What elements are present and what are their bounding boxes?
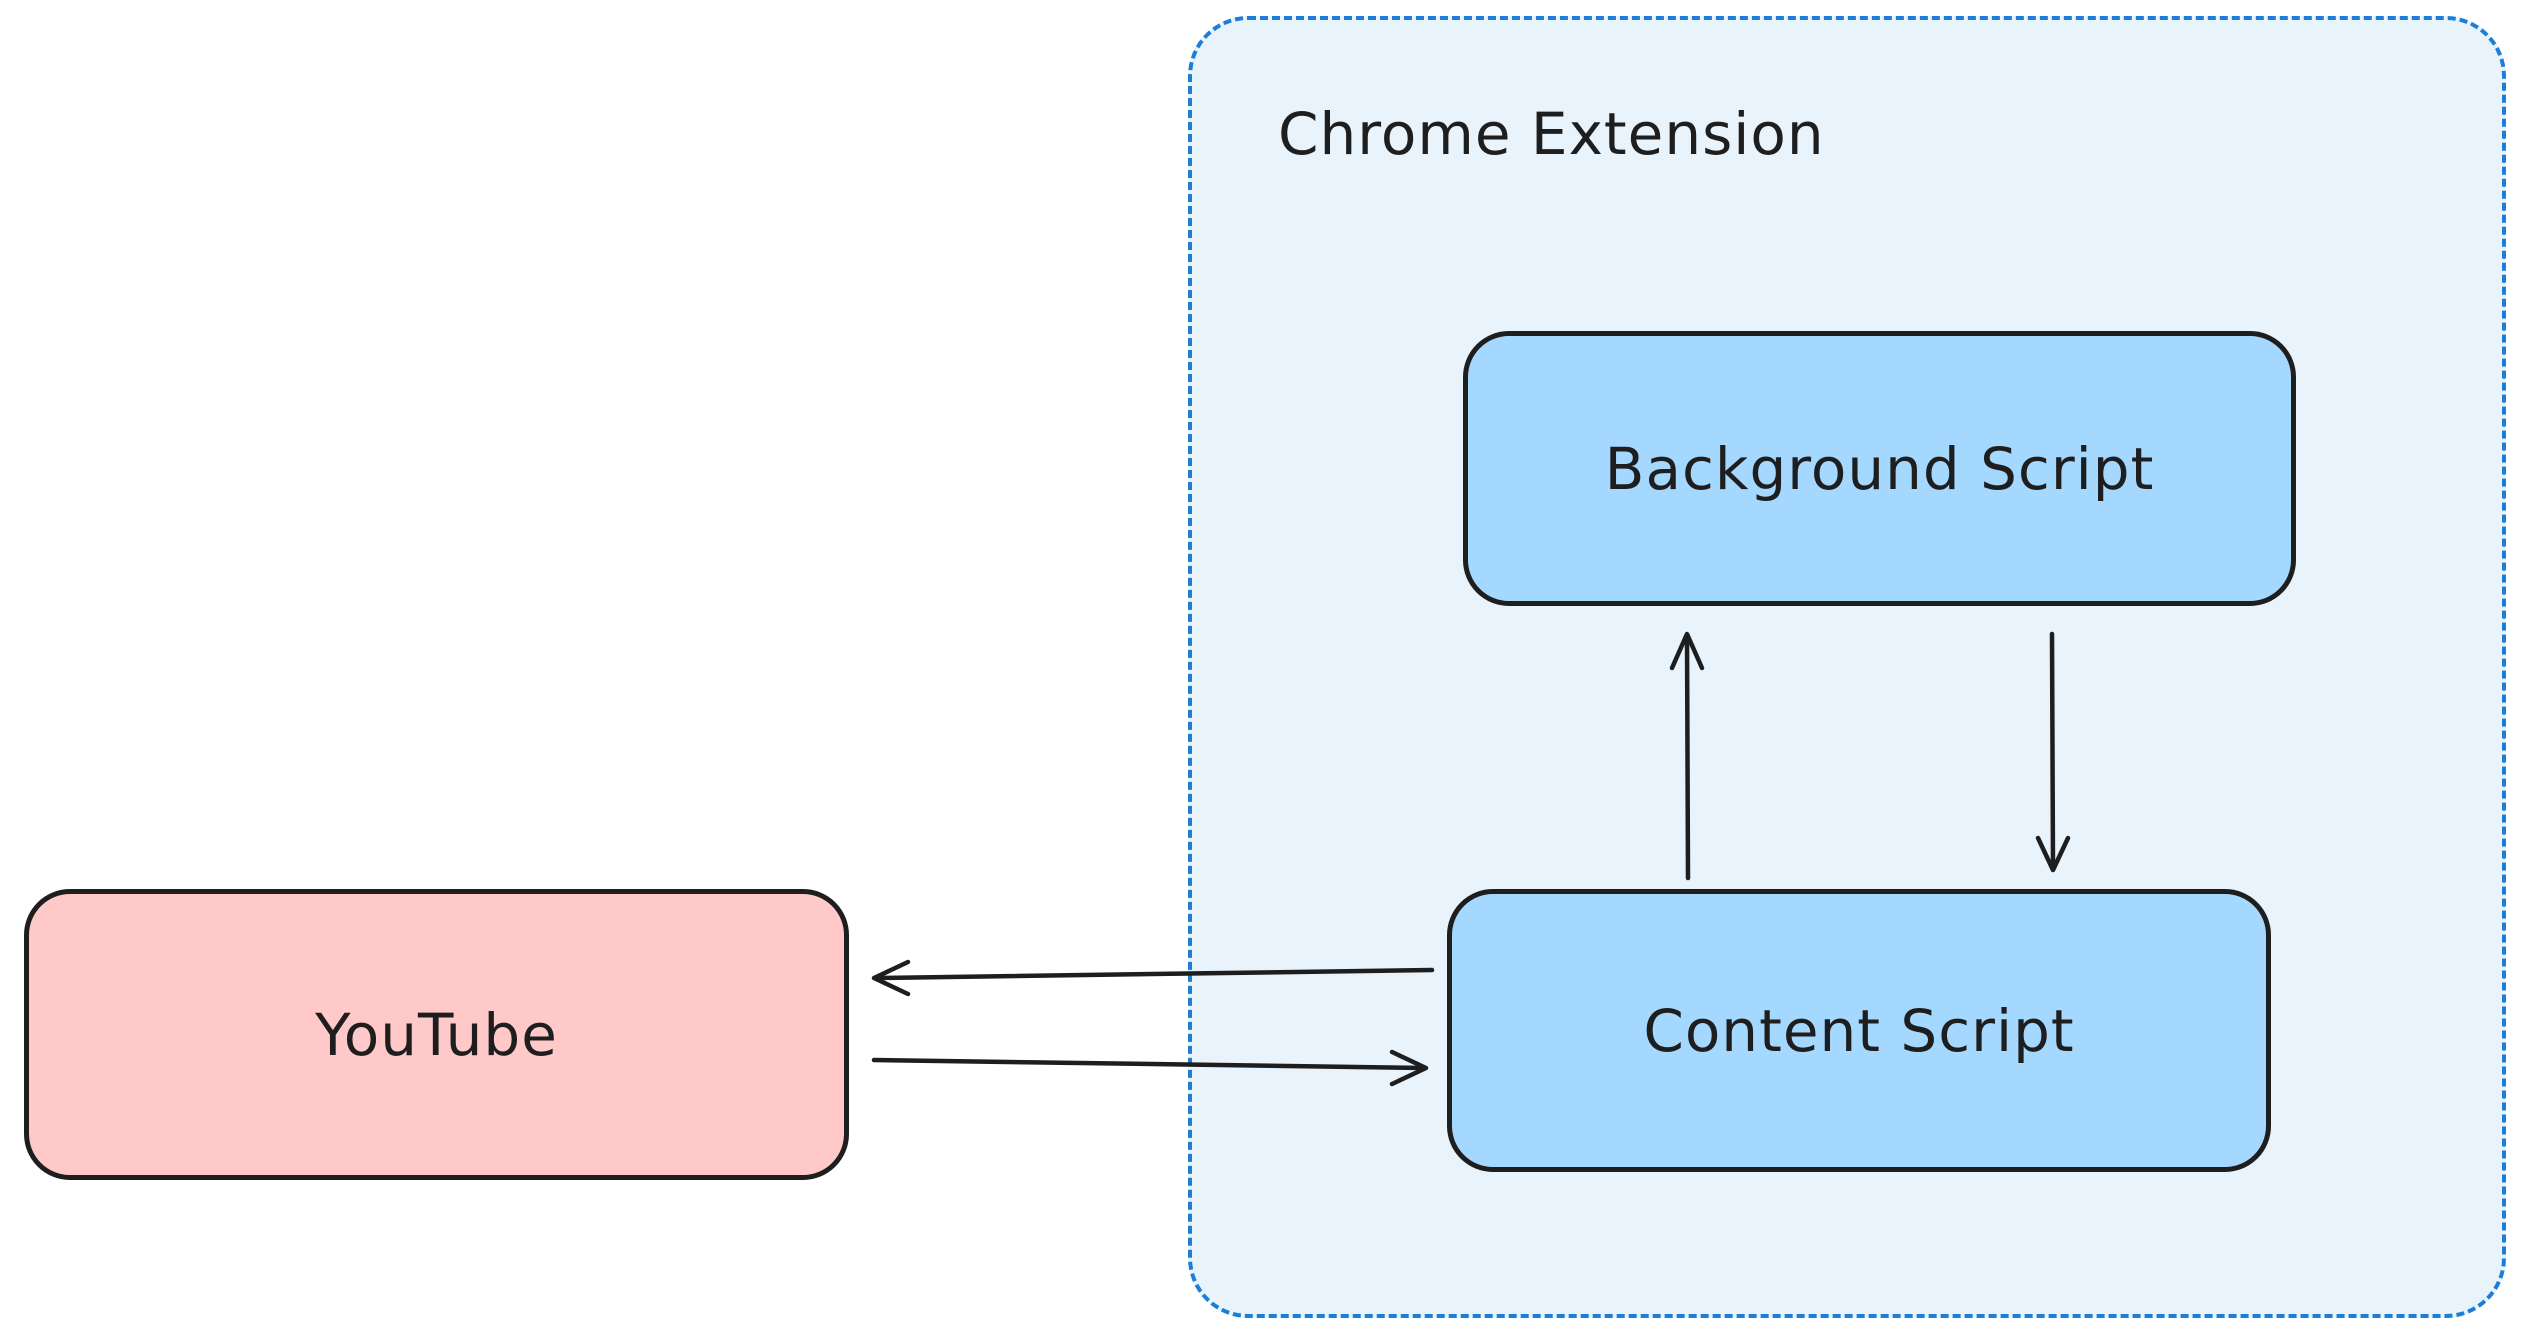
youtube-label: YouTube (315, 1000, 558, 1069)
background-script-label: Background Script (1604, 434, 2155, 503)
youtube-node: YouTube (24, 889, 849, 1180)
content-script-node: Content Script (1447, 889, 2271, 1172)
chrome-extension-label: Chrome Extension (1278, 100, 1825, 168)
content-script-label: Content Script (1643, 996, 2075, 1065)
background-script-node: Background Script (1463, 331, 2296, 606)
